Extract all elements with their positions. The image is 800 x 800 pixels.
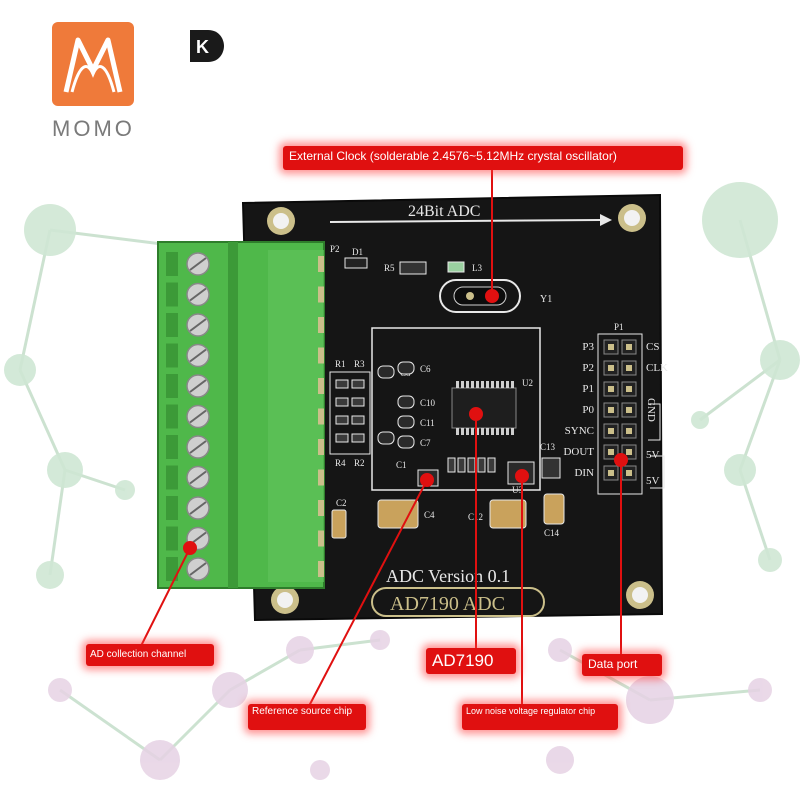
capacitor-c4 [377, 499, 419, 529]
mounting-holes [267, 204, 654, 614]
terminal-slot [166, 313, 178, 337]
mounting-hole [273, 213, 289, 229]
label-y1: Y1 [540, 294, 552, 305]
pin-label: P1 [582, 383, 594, 395]
terminal-slot [166, 557, 178, 581]
svg-text:C4: C4 [424, 510, 435, 520]
svg-text:K: K [196, 37, 209, 57]
capacitor-c10 [397, 395, 415, 409]
mounting-hole [624, 210, 640, 226]
pin-label: 5V [646, 449, 660, 461]
capacitor-c9 [377, 431, 395, 445]
label-c7: C7 [420, 438, 431, 448]
pin-label: DOUT [563, 446, 594, 458]
silkscreen-title: 24Bit ADC [408, 203, 480, 220]
momo-m-logo-icon [63, 37, 123, 93]
svg-text:P2: P2 [330, 244, 340, 254]
pin-header [603, 339, 637, 481]
terminal-slot [166, 374, 178, 398]
chip-pins [456, 381, 514, 435]
callout-regulator: Low noise voltage regulator chip [462, 704, 618, 730]
capacitor-c14 [543, 493, 565, 525]
svg-text:C14: C14 [544, 528, 560, 538]
terminal-slot [166, 496, 178, 520]
capacitor-c6 [397, 361, 415, 375]
pin-label: 5V [646, 475, 660, 487]
capacitor-c8 [377, 365, 395, 379]
svg-text:R2: R2 [354, 458, 365, 468]
callout-ad7190: AD7190 [426, 648, 516, 674]
callout-ad-channel: AD collection channel [86, 644, 214, 666]
terminal-slot [166, 404, 178, 429]
callout-external-clock: External Clock (solderable 2.4576~5.12MH… [283, 146, 683, 170]
terminal-slot [166, 343, 178, 368]
callout-reference-source: Reference source chip [248, 704, 366, 730]
svg-text:R4: R4 [335, 458, 346, 468]
crystal-oscillator [439, 279, 521, 313]
svg-text:R5: R5 [384, 263, 395, 273]
pin-label: P3 [582, 341, 594, 353]
resistor-r5 [399, 261, 427, 275]
pin-label: CLK [646, 362, 668, 374]
model-badge [371, 587, 545, 617]
capacitor-c7 [397, 435, 415, 449]
label-c11: C11 [420, 418, 435, 428]
pin-label: SYNC [565, 425, 594, 437]
capacitor-c12 [489, 499, 527, 529]
svg-text:U2: U2 [522, 378, 533, 388]
terminal-slot [166, 465, 178, 490]
capacitor-c11 [397, 415, 415, 429]
led-l3 [447, 261, 465, 273]
capacitor-column: C8C6C10C11C9C7 [377, 361, 436, 449]
terminal-slot [166, 282, 178, 307]
pin-label: P0 [582, 404, 594, 416]
k-badge-icon: K [190, 30, 224, 62]
svg-text:D1: D1 [352, 247, 363, 257]
callout-data-port: Data port [582, 654, 662, 676]
terminal-slot [166, 252, 178, 276]
terminal-slot [166, 435, 178, 459]
label-c10: C10 [420, 398, 436, 408]
mounting-hole [277, 592, 293, 608]
pin-label: P2 [582, 362, 594, 374]
svg-text:U3: U3 [512, 485, 523, 495]
pin-label: DIN [574, 467, 594, 479]
resistor-block [329, 371, 371, 455]
svg-text:C1: C1 [396, 460, 407, 470]
terminal-slot [166, 526, 178, 551]
capacitor-c2 [331, 509, 347, 539]
adc-area-outline [371, 327, 541, 491]
svg-text:R3: R3 [354, 359, 365, 369]
svg-text:C2: C2 [336, 498, 347, 508]
pin-label: CS [646, 341, 659, 353]
mounting-hole [632, 587, 648, 603]
version-text: ADC Version 0.1 [386, 566, 510, 586]
terminal-screws [166, 252, 324, 581]
svg-text:L3: L3 [472, 263, 482, 273]
momo-logo [52, 22, 134, 106]
svg-text:C13: C13 [540, 442, 556, 452]
capacitor-c13 [541, 457, 561, 479]
svg-text:P1: P1 [614, 322, 624, 332]
diode-d1 [344, 257, 368, 269]
logo-text: MOMO [52, 116, 135, 141]
label-c6: C6 [420, 364, 431, 374]
svg-text:R1: R1 [335, 359, 346, 369]
